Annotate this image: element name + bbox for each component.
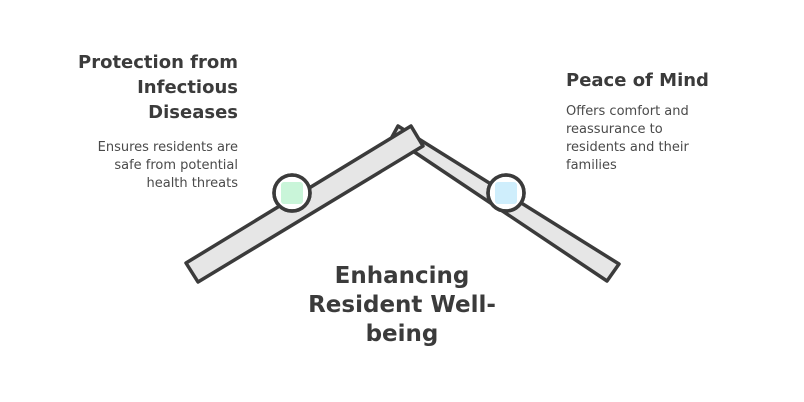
right-marker-ring [486, 173, 526, 213]
left-annotation: Protection from Infectious Diseases Ensu… [40, 50, 238, 193]
left-desc-line: Ensures residents are [97, 140, 238, 155]
right-desc-line: reassurance to [566, 122, 663, 137]
left-marker-ring [272, 173, 312, 213]
left-title-line: Diseases [148, 102, 238, 123]
left-annotation-title: Protection from Infectious Diseases [40, 50, 238, 125]
left-desc-line: health threats [146, 176, 238, 191]
right-annotation-description: Offers comfort and reassurance to reside… [566, 103, 766, 175]
right-desc-line: residents and their [566, 140, 689, 155]
left-title-line: Infectious [137, 77, 238, 98]
center-title: Enhancing Resident Well-being [308, 263, 496, 347]
right-desc-line: Offers comfort and [566, 104, 689, 119]
right-desc-line: families [566, 158, 617, 173]
right-annotation-title: Peace of Mind [566, 70, 709, 91]
left-annotation-description: Ensures residents are safe from potentia… [40, 139, 238, 193]
right-annotation: Peace of Mind Offers comfort and reassur… [566, 68, 766, 175]
right-marker-fill [495, 182, 517, 204]
left-marker-fill [281, 182, 303, 204]
left-title-line: Protection from [78, 52, 238, 73]
left-desc-line: safe from potential [114, 158, 238, 173]
